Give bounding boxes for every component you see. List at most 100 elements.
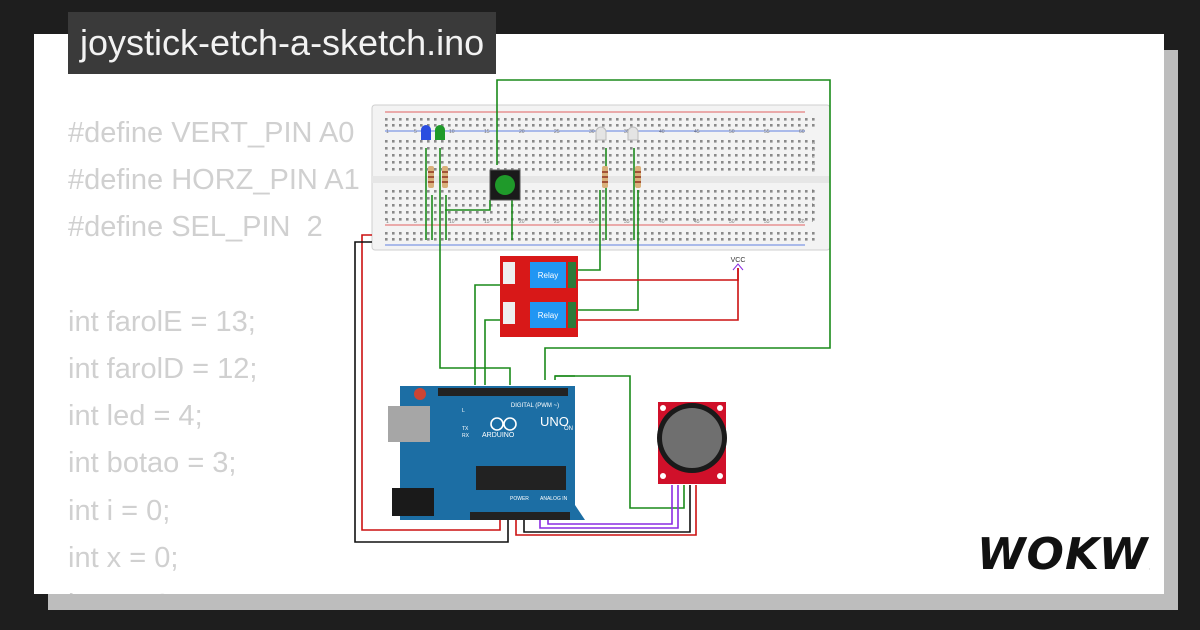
wire-gnd-black bbox=[354, 241, 509, 543]
breadboard-row-letter: e bbox=[812, 168, 815, 174]
code-line: int x = 0; bbox=[68, 541, 179, 574]
led-white-2 bbox=[627, 126, 639, 141]
code-line: int led = 4; bbox=[68, 400, 203, 433]
file-title-badge: joystick-etch-a-sketch.ino bbox=[68, 12, 497, 74]
wire-relay2-in bbox=[484, 319, 500, 385]
leds bbox=[421, 125, 639, 141]
breadboard-row-number: 25 bbox=[554, 129, 560, 135]
breadboard-row-number: 10 bbox=[449, 129, 455, 135]
breadboard-row-numbers: 1155101015152020252530303535404045455050… bbox=[386, 129, 805, 225]
l-label: L bbox=[462, 408, 465, 414]
breadboard-row-number: 50 bbox=[729, 129, 735, 135]
breadboard-row-letter: c bbox=[812, 154, 815, 160]
rx-label: RX bbox=[462, 433, 470, 439]
breadboard-row-number: 35 bbox=[624, 219, 630, 225]
breadboard-row-number: 20 bbox=[519, 129, 525, 135]
relay-2: Relay bbox=[500, 297, 578, 337]
breadboard-row-number: 1 bbox=[386, 219, 389, 225]
code-line: int y = 0; bbox=[68, 582, 360, 594]
breadboard-row-number: 40 bbox=[659, 129, 665, 135]
analog-label: ANALOG IN bbox=[540, 496, 568, 502]
breadboard-row-letter: h bbox=[812, 203, 815, 209]
wokwi-logo-text: WOKWi bbox=[977, 529, 1150, 580]
digital-header bbox=[438, 388, 568, 396]
breadboard-row-number: 55 bbox=[764, 219, 770, 225]
relay-1-label: Relay bbox=[538, 271, 558, 280]
breadboard-row-number: 60 bbox=[799, 129, 805, 135]
breadboard-row-number: 5 bbox=[414, 129, 417, 135]
resistors bbox=[428, 166, 641, 188]
digital-label: DIGITAL (PWM ~) bbox=[511, 403, 559, 409]
breadboard-row-number: 40 bbox=[659, 219, 665, 225]
breadboard-row-letter: d bbox=[812, 161, 815, 167]
relay-1: Relay bbox=[500, 256, 578, 298]
breadboard-row-letter: a bbox=[812, 140, 815, 146]
code-line: #define SEL_PIN 2 bbox=[68, 211, 323, 244]
code-line: int farolD = 12; bbox=[68, 352, 258, 385]
breadboard-row-letter: b bbox=[812, 147, 815, 153]
breadboard-row-number: 20 bbox=[519, 219, 525, 225]
breadboard-row-number: 5 bbox=[414, 219, 417, 225]
wire-relay1-in bbox=[474, 284, 500, 385]
breadboard-row-number: 1 bbox=[386, 129, 389, 135]
breadboard-row-letter: f bbox=[812, 189, 814, 195]
breadboard-row-number: 15 bbox=[484, 219, 490, 225]
wire-joy-vert bbox=[539, 485, 679, 529]
on-label: ON bbox=[564, 426, 573, 432]
breadboard-row-number: 45 bbox=[694, 129, 700, 135]
code-line: int botao = 3; bbox=[68, 447, 237, 480]
tx-label: TX bbox=[462, 426, 469, 432]
arduino-uno: DIGITAL (PWM ~) UNO ARDUINO POWER ANALOG… bbox=[388, 386, 585, 520]
uno-label: UNO bbox=[540, 414, 569, 429]
led-green bbox=[435, 125, 445, 140]
code-line: int farolE = 13; bbox=[68, 305, 256, 338]
code-line: #define VERT_PIN A0 bbox=[68, 117, 355, 149]
breadboard-row-number: 50 bbox=[729, 219, 735, 225]
led-blue bbox=[421, 125, 431, 140]
vcc-symbol: VCC bbox=[731, 257, 746, 271]
power-jack bbox=[392, 488, 434, 516]
power-analog-header bbox=[470, 512, 570, 520]
breadboard-row-number: 35 bbox=[624, 129, 630, 135]
wire-relay1-signal bbox=[570, 190, 601, 271]
vcc-label: VCC bbox=[731, 257, 746, 264]
atmega-chip bbox=[476, 466, 566, 490]
wire-joy-gnd bbox=[523, 485, 691, 533]
breadboard-row-number: 30 bbox=[589, 219, 595, 225]
breadboard-row-number: 55 bbox=[764, 129, 770, 135]
breadboard-row-letter: j bbox=[811, 217, 813, 223]
wires-green bbox=[425, 79, 831, 509]
breadboard-row-number: 25 bbox=[554, 219, 560, 225]
code-snippet: #define VERT_PIN A0 #define HORZ_PIN A1 #d… bbox=[68, 110, 360, 594]
wokwi-logo: WOKWi bbox=[977, 529, 1150, 580]
breadboard-row-number: 60 bbox=[799, 219, 805, 225]
arduino-brand-label: ARDUINO bbox=[482, 432, 515, 439]
wire-relay-vcc-2 bbox=[575, 268, 739, 321]
wire-5v-red bbox=[361, 234, 501, 531]
power-label: POWER bbox=[510, 496, 529, 502]
wire-button-to-pin bbox=[496, 79, 831, 380]
pushbutton bbox=[489, 169, 521, 201]
breadboard-row-number: 45 bbox=[694, 219, 700, 225]
wire-joy-vcc bbox=[515, 485, 697, 536]
breadboard-row-letter: i bbox=[812, 210, 813, 216]
wire-button-res bbox=[445, 200, 491, 211]
led-white-1 bbox=[595, 126, 607, 141]
infinity-logo bbox=[490, 417, 517, 431]
wire-relay2-signal bbox=[575, 190, 639, 311]
usb-port bbox=[388, 406, 430, 442]
joystick bbox=[657, 402, 727, 484]
breadboard-row-letter: g bbox=[812, 196, 815, 202]
wire-joy-sel bbox=[555, 375, 685, 509]
code-line: int i = 0; bbox=[68, 494, 171, 527]
relay-2-label: Relay bbox=[538, 311, 558, 320]
code-line: #define HORZ_PIN A1 bbox=[68, 164, 360, 197]
wires-other bbox=[354, 234, 739, 543]
breadboard-row-number: 30 bbox=[589, 129, 595, 135]
wire-joy-horz bbox=[547, 485, 673, 525]
breadboard-row-number: 15 bbox=[484, 129, 490, 135]
reset-button bbox=[414, 388, 426, 400]
breadboard-row-number: 10 bbox=[449, 219, 455, 225]
